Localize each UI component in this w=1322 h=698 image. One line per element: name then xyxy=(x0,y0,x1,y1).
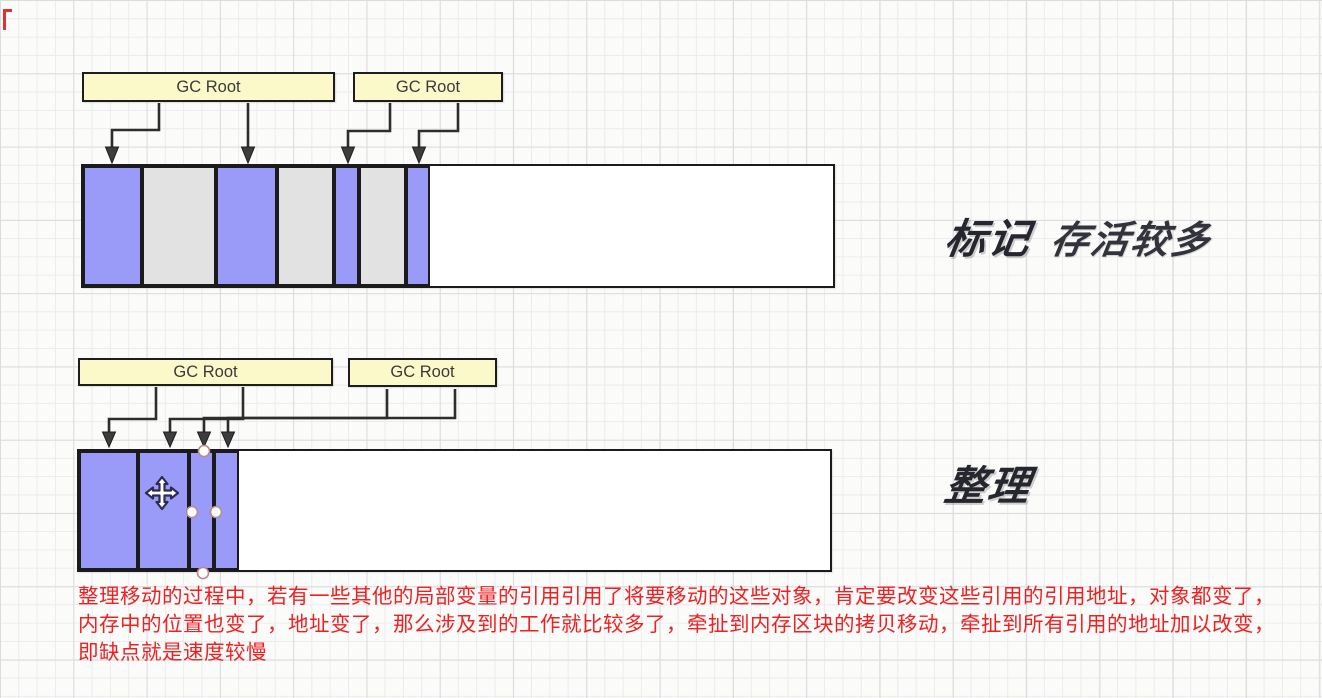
gc-root-label: GC Root xyxy=(173,362,238,381)
gc-root-arrow[interactable] xyxy=(101,387,158,449)
selection-handle xyxy=(197,444,211,458)
gc-root-box[interactable]: GC Root xyxy=(348,358,497,387)
gc-root-label: GC Root xyxy=(176,77,241,96)
selection-handles[interactable] xyxy=(185,444,223,580)
heap-bar-marked[interactable] xyxy=(81,164,835,288)
gc-root-arrow[interactable] xyxy=(220,389,457,449)
note-text-line: 即缺点就是速度较慢 xyxy=(78,641,267,664)
note-text[interactable]: 整理移动的过程中，若有一些其他的局部变量的引用引用了将要移动的这些对象，肯定要改… xyxy=(78,583,1288,667)
gc-root-label: GC Root xyxy=(390,363,455,381)
selection-handle xyxy=(196,566,210,580)
segment-live[interactable] xyxy=(138,451,189,570)
segment-dead[interactable] xyxy=(277,166,334,286)
segment-live[interactable] xyxy=(83,166,142,286)
segment-live[interactable] xyxy=(79,451,138,570)
note-text-line: 内存中的位置也变了，地址变了，那么涉及到的工作就比较多了，牵扯到内存区块的拷贝移… xyxy=(78,613,1275,636)
segment-live[interactable] xyxy=(334,166,359,286)
gc-root-arrow[interactable] xyxy=(240,103,256,165)
segment-dead[interactable] xyxy=(359,166,406,286)
corner-marker xyxy=(3,9,6,30)
segment-dead[interactable] xyxy=(142,166,216,286)
heap-bar-compacted[interactable] xyxy=(77,449,832,572)
move-cursor-icon xyxy=(144,475,180,511)
gc-root-box[interactable]: GC Root xyxy=(78,358,333,386)
gc-root-arrow[interactable] xyxy=(411,103,460,165)
gc-root-box[interactable]: GC Root xyxy=(353,72,503,102)
segment-live[interactable] xyxy=(406,166,430,286)
gc-root-arrow[interactable] xyxy=(340,103,392,165)
segment-live[interactable] xyxy=(216,166,277,286)
gc-root-box[interactable]: GC Root xyxy=(82,72,335,102)
gc-root-arrow[interactable] xyxy=(104,103,161,165)
note-text-line: 整理移动的过程中，若有一些其他的局部变量的引用引用了将要移动的这些对象，肯定要改… xyxy=(78,585,1275,608)
gc-root-label: GC Root xyxy=(395,77,461,96)
corner-marker xyxy=(3,9,12,12)
selection-handle xyxy=(209,505,223,519)
selection-handle xyxy=(185,505,199,519)
